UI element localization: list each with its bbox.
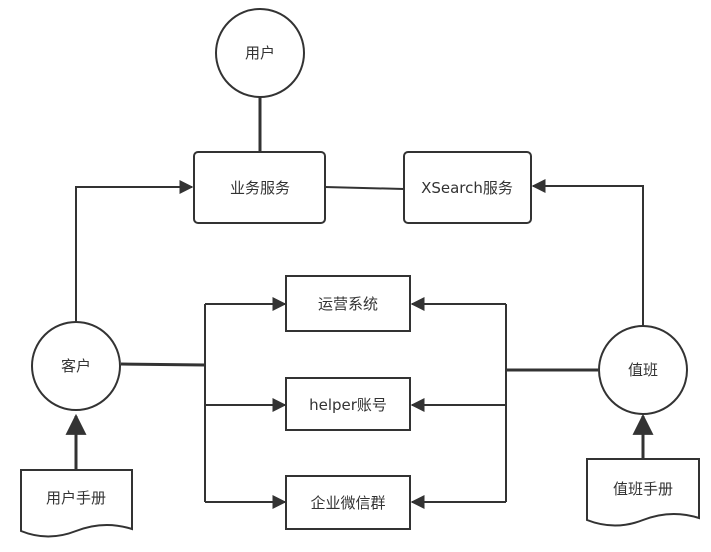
node-user[interactable]: 用户 — [215, 8, 305, 98]
ops-system-box — [285, 275, 411, 332]
edge-business-xsearch — [324, 186, 405, 190]
customer-label: 客户 — [61, 357, 91, 375]
edge-customer-bus — [120, 362, 206, 367]
user-circle — [215, 8, 305, 98]
user-manual-document-shape — [20, 469, 133, 538]
on-duty-circle — [598, 325, 688, 415]
duty-manual-document-shape — [586, 458, 700, 527]
wechat-group-box — [285, 475, 411, 530]
node-xsearch-service[interactable]: XSearch服务 — [403, 151, 532, 224]
node-business-service[interactable]: 业务服务 — [193, 151, 326, 224]
node-helper-account[interactable]: helper账号 — [285, 377, 411, 431]
node-duty-manual[interactable]: 值班手册 — [586, 458, 700, 527]
business-service-label: 业务服务 — [230, 179, 290, 197]
duty-manual-label: 值班手册 — [613, 480, 673, 498]
connectors — [65, 97, 654, 509]
node-on-duty[interactable]: 值班 — [598, 325, 688, 415]
on-duty-label: 值班 — [628, 361, 658, 379]
xsearch-service-label: XSearch服务 — [421, 179, 513, 197]
business-service-box — [193, 151, 326, 224]
node-user-manual[interactable]: 用户手册 — [20, 469, 133, 538]
helper-account-label: helper账号 — [309, 396, 387, 414]
wechat-group-label: 企业微信群 — [310, 494, 385, 512]
user-manual-label: 用户手册 — [46, 489, 106, 507]
helper-account-box — [285, 377, 411, 431]
edge-customer-business — [75, 180, 194, 323]
user-label: 用户 — [245, 44, 275, 62]
edge-onduty-xsearch — [531, 179, 644, 328]
xsearch-service-box — [403, 151, 532, 224]
node-ops-system[interactable]: 运营系统 — [285, 275, 411, 332]
node-customer[interactable]: 客户 — [31, 321, 121, 411]
ops-system-label: 运营系统 — [318, 295, 378, 313]
node-wechat-group[interactable]: 企业微信群 — [285, 475, 411, 530]
customer-circle — [31, 321, 121, 411]
